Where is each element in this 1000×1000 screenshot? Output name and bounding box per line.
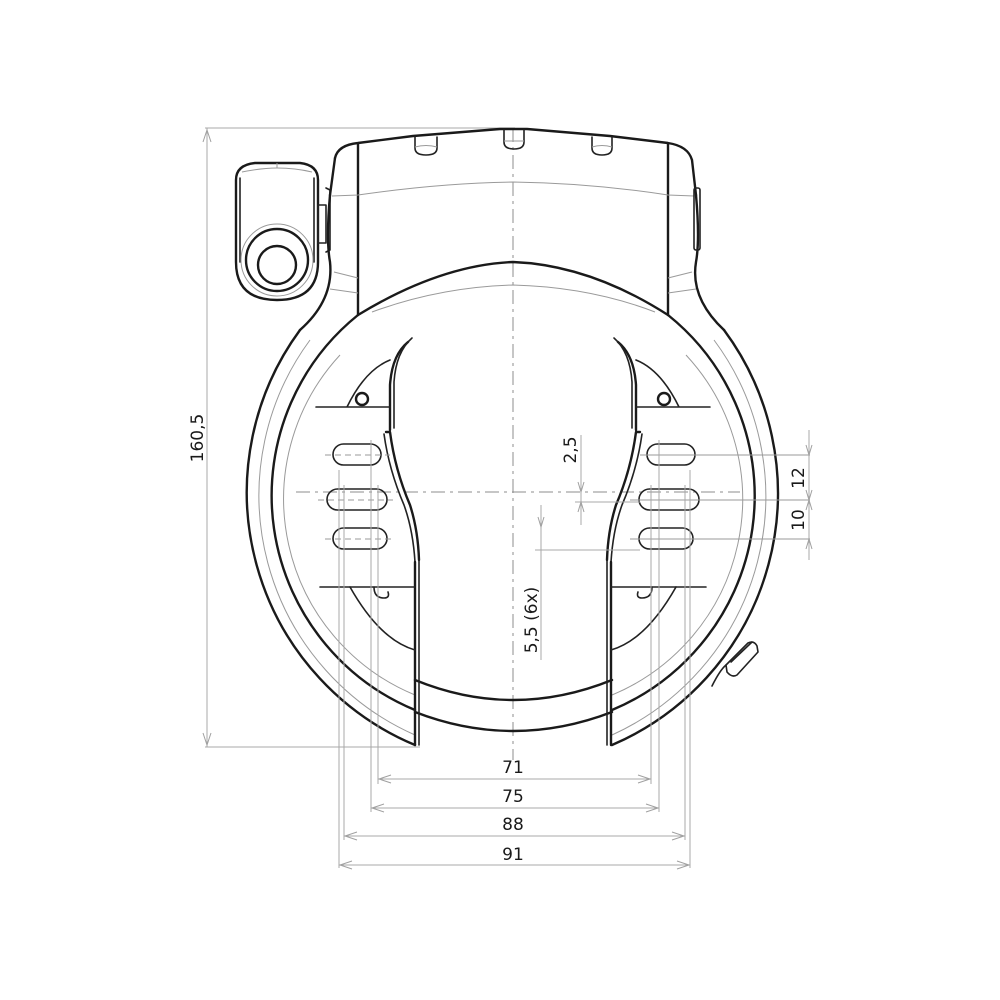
height-label: 160,5 — [188, 414, 208, 463]
label-10: 10 — [789, 509, 809, 531]
side-button — [693, 187, 701, 251]
label-71: 71 — [502, 758, 524, 778]
label-5-5-6x: 5,5 (6x) — [522, 587, 542, 654]
height-dimension: 160,5 — [188, 127, 515, 748]
label-12: 12 — [789, 467, 809, 489]
dimension-88: 88 — [343, 815, 686, 841]
keyhole-icon — [256, 244, 298, 286]
key-cylinder-housing — [234, 161, 331, 302]
label-75: 75 — [502, 787, 524, 807]
label-88: 88 — [502, 815, 524, 835]
top-bump-right — [591, 136, 613, 156]
pin-upper-right — [656, 391, 672, 407]
dimension-slot-spacing: 12 10 — [789, 430, 813, 560]
top-bump-left — [414, 136, 438, 156]
dimension-2-5: 2,5 — [561, 435, 640, 525]
slot-left-2 — [326, 488, 388, 511]
lock-body-top — [298, 127, 726, 332]
shackle-channel — [315, 337, 711, 747]
label-2-5: 2,5 — [561, 436, 581, 463]
dimension-75: 75 — [370, 787, 660, 813]
label-91: 91 — [502, 845, 524, 865]
pin-upper-left — [354, 391, 370, 407]
release-lever — [711, 641, 759, 687]
dimension-5-5-6x: 5,5 (6x) — [522, 505, 640, 660]
center-lines — [296, 128, 740, 760]
lock-ring — [245, 260, 780, 747]
width-extension-lines — [338, 440, 691, 868]
dimension-71: 71 — [377, 758, 652, 784]
dimension-91: 91 — [338, 845, 691, 870]
top-bump-center — [503, 129, 525, 150]
mounting-slots — [318, 443, 810, 550]
